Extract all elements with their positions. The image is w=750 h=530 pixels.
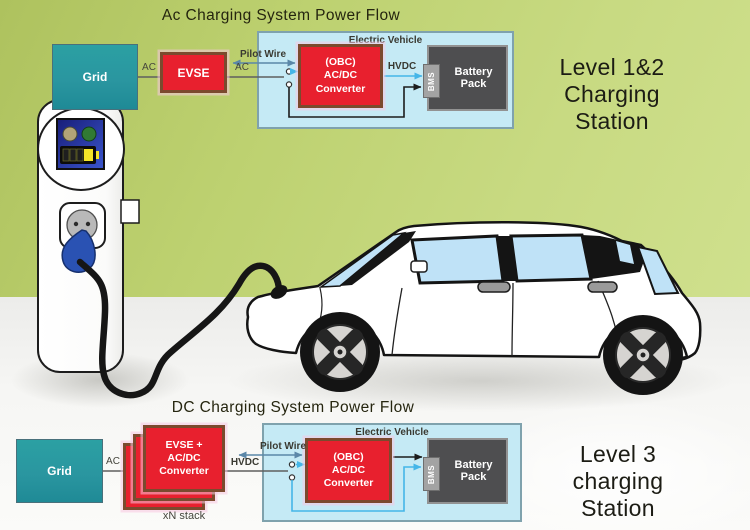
dc-stack-line1: EVSE +: [165, 438, 203, 451]
charging-station: [37, 99, 140, 373]
ac-bms-label: BMS: [427, 71, 436, 91]
indicator-light-amber: [62, 126, 78, 142]
charging-cable: [76, 258, 283, 399]
front-wheel: [300, 312, 380, 392]
ac-grid-label: Grid: [82, 70, 108, 84]
ac-switch-contact-bottom: [285, 81, 293, 88]
dc-grid-box: Grid: [16, 439, 103, 503]
dc-bms-box: BMS: [423, 457, 440, 491]
dc-bms-feedback-line: [291, 463, 422, 512]
ac-obc-line1: (OBC): [325, 56, 356, 69]
ac-grid-box: Grid: [52, 44, 138, 110]
level-1-2-line2: Charging Station: [564, 81, 660, 135]
dc-bms-label: BMS: [427, 464, 436, 484]
door-handle-rear: [587, 281, 618, 293]
ac-bms-box: BMS: [423, 64, 440, 98]
level-1-2-line1: Level 1&2: [559, 54, 665, 80]
dc-stack-line2: AC/DC Converter: [159, 451, 209, 478]
dc-hvdc-label: HVDC: [230, 457, 260, 468]
ac-obc-line2: AC/DC Converter: [315, 69, 366, 95]
ac-pilot-wire-label: Pilot Wire: [239, 49, 287, 60]
dc-connectors: [103, 451, 423, 512]
ac-switch-contact-top: [285, 68, 293, 75]
rear-wheel: [603, 315, 683, 395]
dc-obc-box: (OBC) AC/DC Converter: [305, 438, 392, 503]
dc-flow-title: DC Charging System Power Flow: [171, 399, 415, 416]
level-3-station-label: Level 3 charging Station: [552, 441, 684, 522]
charge-port-connector: [270, 285, 288, 299]
dc-obc-line2: AC/DC Converter: [323, 463, 374, 490]
ac-electric-vehicle-label: Electric Vehicle: [348, 35, 423, 46]
battery-charge-icon: [60, 146, 99, 164]
ac-flow-title: Ac Charging System Power Flow: [161, 7, 401, 24]
hatch-window: [636, 245, 680, 296]
dc-pilot-wire-label: Pilot Wire: [259, 441, 307, 452]
ac-label-grid-evse: AC: [142, 62, 156, 73]
ac-obc-box: (OBC) AC/DC Converter: [298, 44, 383, 108]
dc-electric-vehicle-label: Electric Vehicle: [355, 427, 429, 438]
ac-evse-label: EVSE: [177, 65, 210, 80]
dc-battery-pack-box: Battery Pack: [427, 438, 508, 504]
dc-grid-label: Grid: [47, 464, 72, 478]
level-1-2-station-label: Level 1&2 Charging Station: [543, 54, 681, 135]
a-pillar: [340, 231, 416, 286]
door-seam-middle: [511, 282, 514, 357]
door-seam-front: [391, 287, 403, 356]
dc-obc-line1: (OBC): [333, 450, 364, 463]
power-outlet: [59, 202, 106, 249]
dc-label-grid-stack: AC: [106, 456, 120, 467]
ac-connectors: [138, 59, 423, 118]
quarter-window: [616, 241, 634, 264]
c-pillar: [582, 235, 648, 279]
side-mirror: [410, 260, 428, 273]
electric-car: [246, 221, 702, 395]
dc-stack-note: xN stack: [162, 510, 206, 522]
level-3-line1: Level 3: [579, 441, 657, 467]
level-3-line2: charging Station: [572, 468, 664, 522]
ac-label-evse-ev: AC: [235, 62, 249, 73]
dc-battery-pack-label: Battery Pack: [454, 459, 493, 483]
dc-stack-box-front: EVSE + AC/DC Converter: [143, 425, 225, 492]
connector-holster: [120, 199, 140, 224]
ac-battery-pack-label: Battery Pack: [454, 66, 493, 90]
dc-switch-contact-top: [288, 461, 296, 468]
ac-bms-feedback-line: [288, 83, 422, 118]
dc-switch-contact-bottom: [288, 474, 296, 481]
door-handle-front: [477, 281, 511, 293]
indicator-light-green: [81, 126, 97, 142]
ac-evse-box: EVSE: [160, 52, 227, 93]
charging-plug: [61, 229, 96, 273]
ac-hvdc-label: HVDC: [387, 61, 417, 72]
